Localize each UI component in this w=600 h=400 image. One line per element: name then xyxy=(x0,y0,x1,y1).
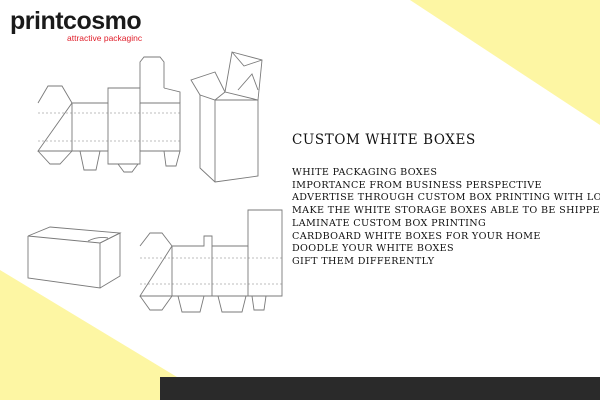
closed-box-icon xyxy=(27,226,122,289)
yellow-top-right-band xyxy=(410,0,600,125)
logo-wordmark: printcosmo xyxy=(10,8,142,34)
list-item: GIFT THEM DIFFERENTLY xyxy=(292,255,435,267)
box-dieline-icon xyxy=(139,209,283,313)
brand-logo: printcosmo attractive packaginc xyxy=(10,8,142,43)
topic-list: WHITE PACKAGING BOXES IMPORTANCE FROM BU… xyxy=(292,167,600,269)
footer-dark-band xyxy=(160,377,600,400)
box-dieline-icon xyxy=(37,56,181,173)
page-title: CUSTOM WHITE BOXES xyxy=(292,132,476,148)
logo-cosmo: cosmo xyxy=(63,7,142,35)
list-item: LAMINATE CUSTOM BOX PRINTING xyxy=(292,217,487,229)
logo-tagline: attractive packaginc xyxy=(67,33,143,43)
open-box-icon xyxy=(190,51,263,183)
list-item: IMPORTANCE FROM BUSINESS PERSPECTIVE xyxy=(292,179,542,191)
list-item: MAKE THE WHITE STORAGE BOXES ABLE TO BE … xyxy=(292,205,600,217)
list-item: CARDBOARD WHITE BOXES FOR YOUR HOME xyxy=(292,230,541,242)
list-item: ADVERTISE THROUGH CUSTOM BOX PRINTING WI… xyxy=(292,192,600,204)
logo-print: print xyxy=(10,7,64,35)
list-item: DOODLE YOUR WHITE BOXES xyxy=(292,243,454,255)
yellow-bottom-left-band xyxy=(0,270,215,400)
list-item: WHITE PACKAGING BOXES xyxy=(292,167,438,178)
